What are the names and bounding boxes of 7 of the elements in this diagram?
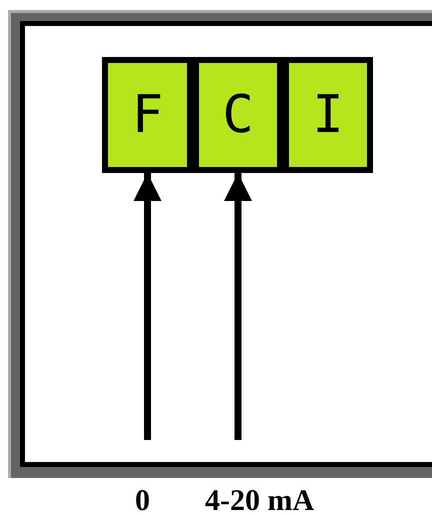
tag-box: C bbox=[193, 57, 283, 173]
signal-label: 4-20 mA bbox=[205, 484, 314, 517]
arrow bbox=[224, 173, 252, 440]
tag-box: F bbox=[102, 57, 193, 173]
tag-box: I bbox=[283, 57, 373, 173]
arrow bbox=[134, 173, 162, 440]
signal-label: 0 bbox=[135, 484, 150, 517]
